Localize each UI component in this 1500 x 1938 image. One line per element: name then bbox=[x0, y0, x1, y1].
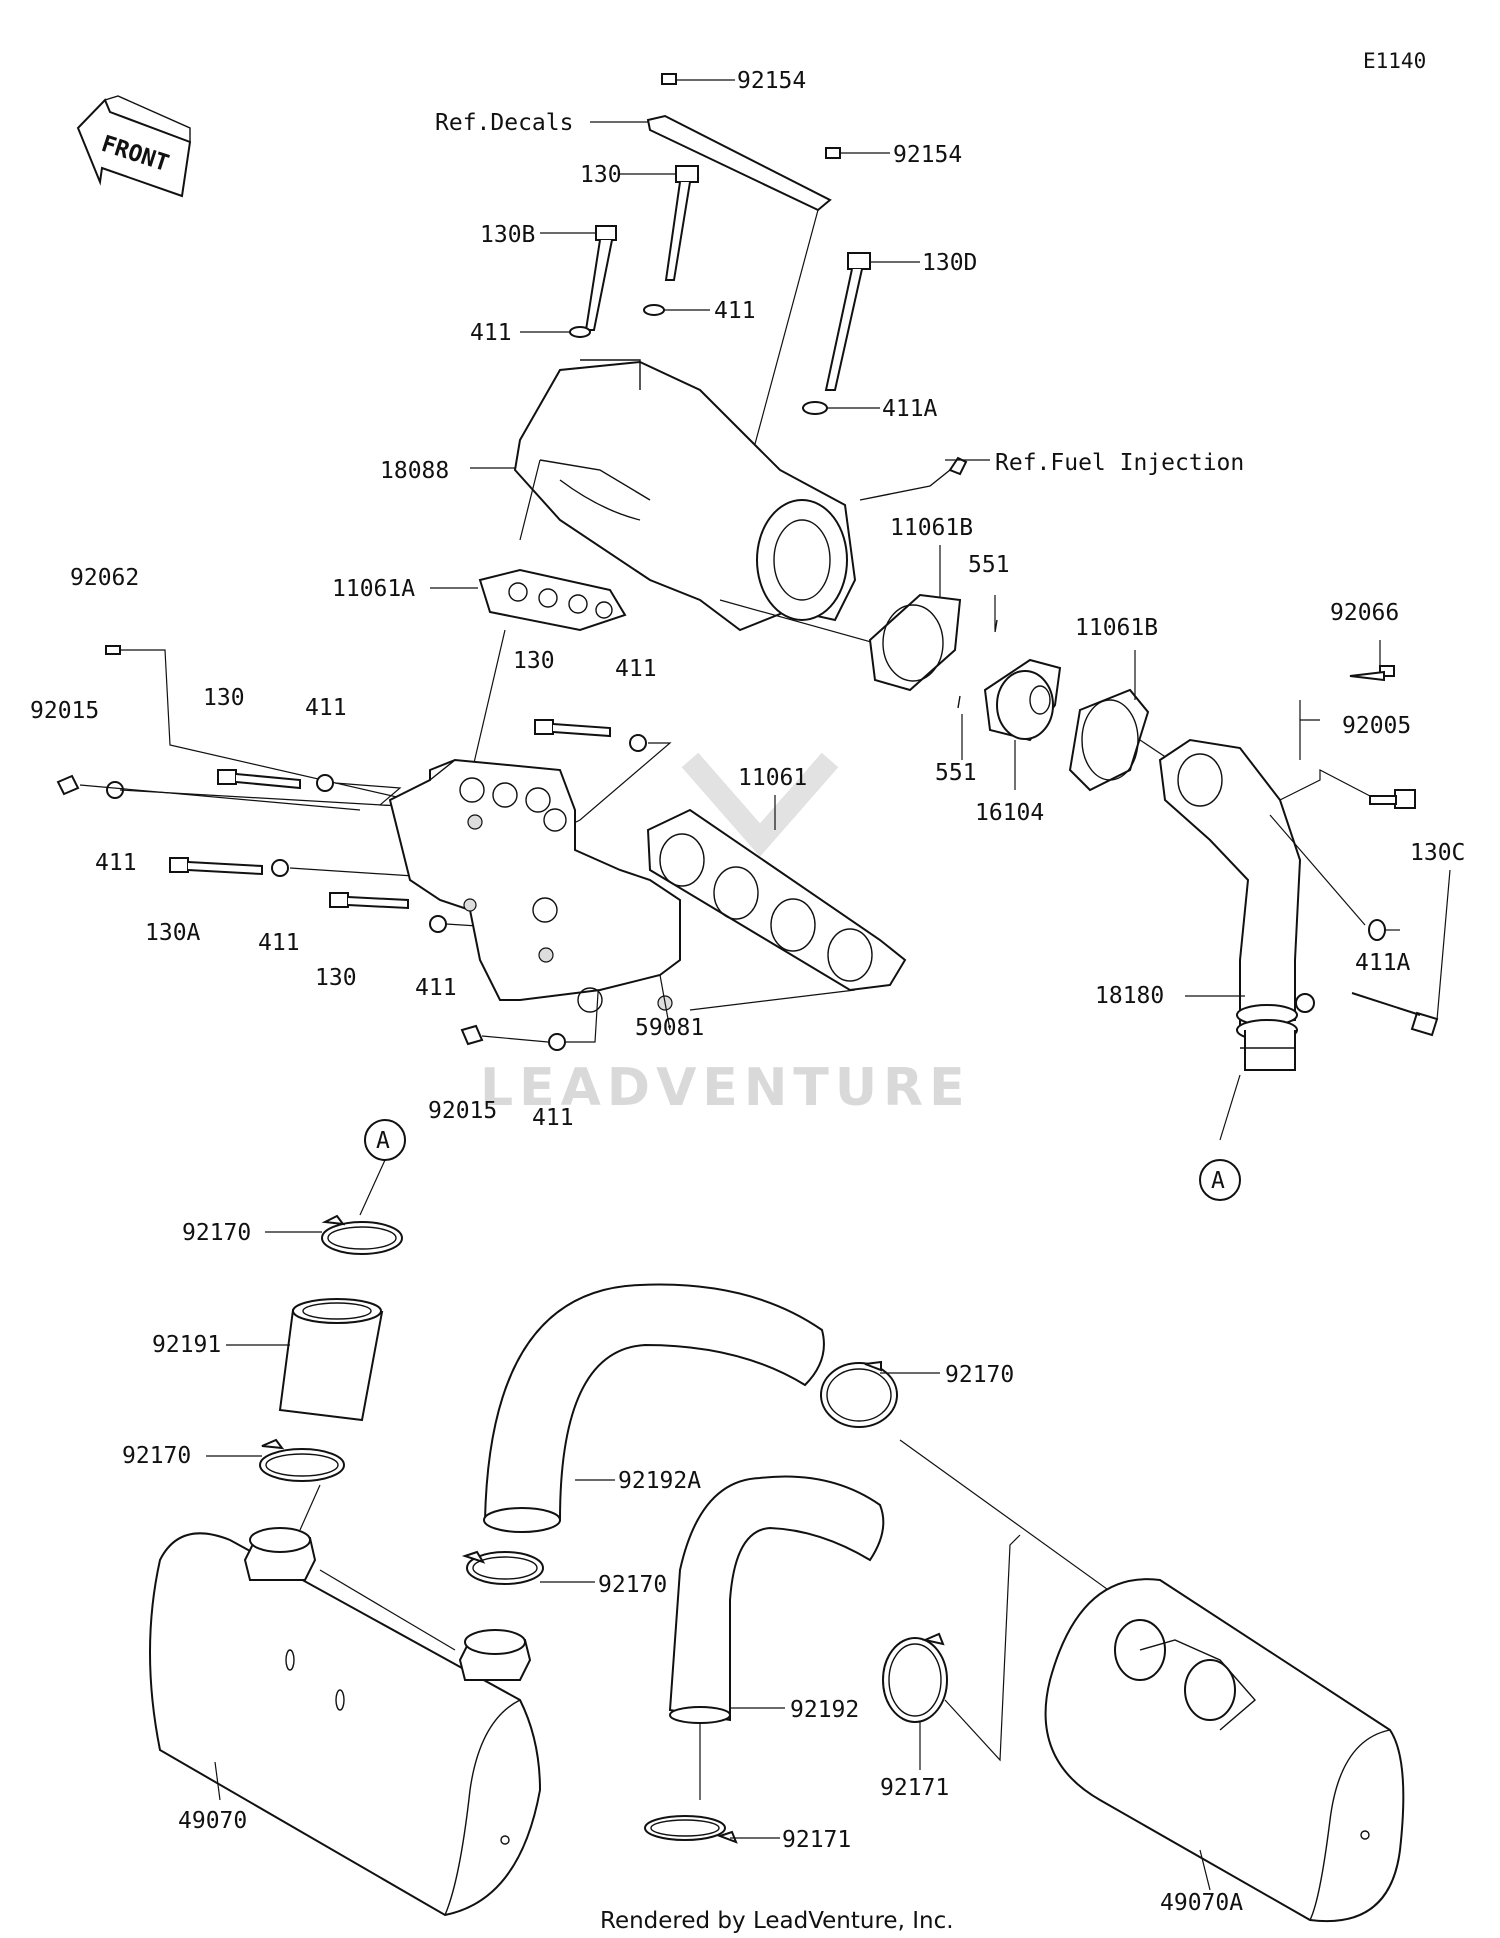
bolt-130-top bbox=[620, 165, 699, 281]
part-label: 59081 bbox=[635, 1015, 704, 1041]
part-label: 18088 bbox=[380, 458, 449, 484]
hose-92192A bbox=[483, 1283, 825, 1533]
watermark-text: LEADVENTURE bbox=[480, 1058, 971, 1118]
part-label: 92154 bbox=[893, 142, 962, 168]
part-label: 130D bbox=[922, 250, 977, 276]
part-label: 49070 bbox=[178, 1808, 247, 1834]
part-label: 411 bbox=[95, 850, 137, 876]
part-label: 411 bbox=[305, 695, 347, 721]
part-label: 130 bbox=[580, 162, 622, 188]
part-label: 130C bbox=[1410, 840, 1465, 866]
part-label: 411 bbox=[258, 930, 300, 956]
exhaust-pipe-18180 bbox=[1158, 738, 1315, 1141]
part-number-labels: 92154 92154 130 130B 130D 411 411 411A 1… bbox=[30, 68, 1465, 1916]
gasket-11061B-a bbox=[868, 545, 962, 692]
part-label: 130 bbox=[315, 965, 357, 991]
front-arrow-icon: FRONT bbox=[76, 95, 192, 198]
ref-fuel-injection-label: Ref.Fuel Injection bbox=[995, 450, 1244, 476]
render-credit: Rendered by LeadVenture, Inc. bbox=[600, 1908, 954, 1934]
washers-top bbox=[520, 304, 880, 415]
watermark: LEADVENTURE bbox=[480, 752, 971, 1118]
svg-text:A: A bbox=[376, 1128, 390, 1154]
part-label: 551 bbox=[968, 552, 1010, 578]
part-label: 130A bbox=[145, 920, 201, 946]
part-label: 411 bbox=[615, 656, 657, 682]
decal-bracket bbox=[590, 73, 890, 471]
callout-marker-bottom: A bbox=[1199, 1159, 1241, 1201]
bolt-130B bbox=[540, 225, 617, 331]
part-label: 411 bbox=[532, 1105, 574, 1131]
ref-decals-label: Ref.Decals bbox=[435, 110, 573, 136]
gasket-11061 bbox=[646, 795, 907, 1011]
part-label: 92170 bbox=[122, 1443, 191, 1469]
part-label: 92191 bbox=[152, 1332, 221, 1358]
muffler-49070 bbox=[149, 1527, 542, 1917]
hose-92192 bbox=[668, 1475, 885, 1800]
hose-92191 bbox=[226, 1298, 384, 1422]
part-label: 92170 bbox=[945, 1362, 1014, 1388]
svg-text:A: A bbox=[1211, 1168, 1225, 1194]
diagram-code: E1140 bbox=[1363, 49, 1426, 73]
gasket-11061A bbox=[430, 459, 627, 781]
part-label: 92171 bbox=[880, 1775, 949, 1801]
part-label: 130 bbox=[203, 685, 245, 711]
part-label: 92170 bbox=[182, 1220, 251, 1246]
clamp-92170-a bbox=[265, 1214, 403, 1255]
part-label: 411A bbox=[882, 396, 938, 422]
part-label: 11061 bbox=[738, 765, 807, 791]
part-label: 130B bbox=[480, 222, 535, 248]
part-label: 49070A bbox=[1160, 1890, 1243, 1916]
part-label: 92062 bbox=[70, 565, 139, 591]
part-label: 130 bbox=[513, 648, 555, 674]
part-label: 18180 bbox=[1095, 983, 1164, 1009]
part-label: 92192 bbox=[790, 1697, 859, 1723]
left-fasteners bbox=[56, 645, 672, 1051]
part-label: 16104 bbox=[975, 800, 1044, 826]
clamp-92170-d bbox=[461, 1550, 595, 1585]
part-label: 92066 bbox=[1330, 600, 1399, 626]
part-label: 411 bbox=[470, 320, 512, 346]
part-label: 92170 bbox=[598, 1572, 667, 1598]
part-label: 92192A bbox=[618, 1468, 701, 1494]
elbow-16104 bbox=[957, 595, 1062, 790]
part-label: 11061A bbox=[332, 576, 415, 602]
part-label: 11061B bbox=[1075, 615, 1158, 641]
part-label: 92015 bbox=[428, 1098, 497, 1124]
callout-marker-top: A bbox=[359, 1119, 406, 1216]
gasket-11061B-b bbox=[1068, 650, 1186, 792]
part-label: 411A bbox=[1355, 950, 1411, 976]
part-label: 411 bbox=[714, 298, 756, 324]
manifold-cover-18088 bbox=[470, 359, 990, 651]
muffler-49070A bbox=[1044, 1578, 1405, 1923]
part-label: 92015 bbox=[30, 698, 99, 724]
reference-labels: Ref.Decals Ref.Fuel Injection bbox=[435, 110, 1244, 476]
bolts-right bbox=[1269, 640, 1451, 1037]
part-label: 411 bbox=[415, 975, 457, 1001]
exhaust-manifold-59081 bbox=[388, 758, 681, 1031]
bolt-130D bbox=[824, 252, 920, 391]
part-label: 92154 bbox=[737, 68, 806, 94]
clamp-92171-a bbox=[882, 1534, 1021, 1770]
part-label: 551 bbox=[935, 760, 977, 786]
clamp-92170-c bbox=[820, 1360, 1151, 1621]
clamp-92171-b bbox=[644, 1815, 780, 1844]
part-label: 92171 bbox=[782, 1827, 851, 1853]
part-label: 92005 bbox=[1342, 713, 1411, 739]
part-label: 11061B bbox=[890, 515, 973, 541]
clamp-92170-b bbox=[206, 1438, 345, 1531]
